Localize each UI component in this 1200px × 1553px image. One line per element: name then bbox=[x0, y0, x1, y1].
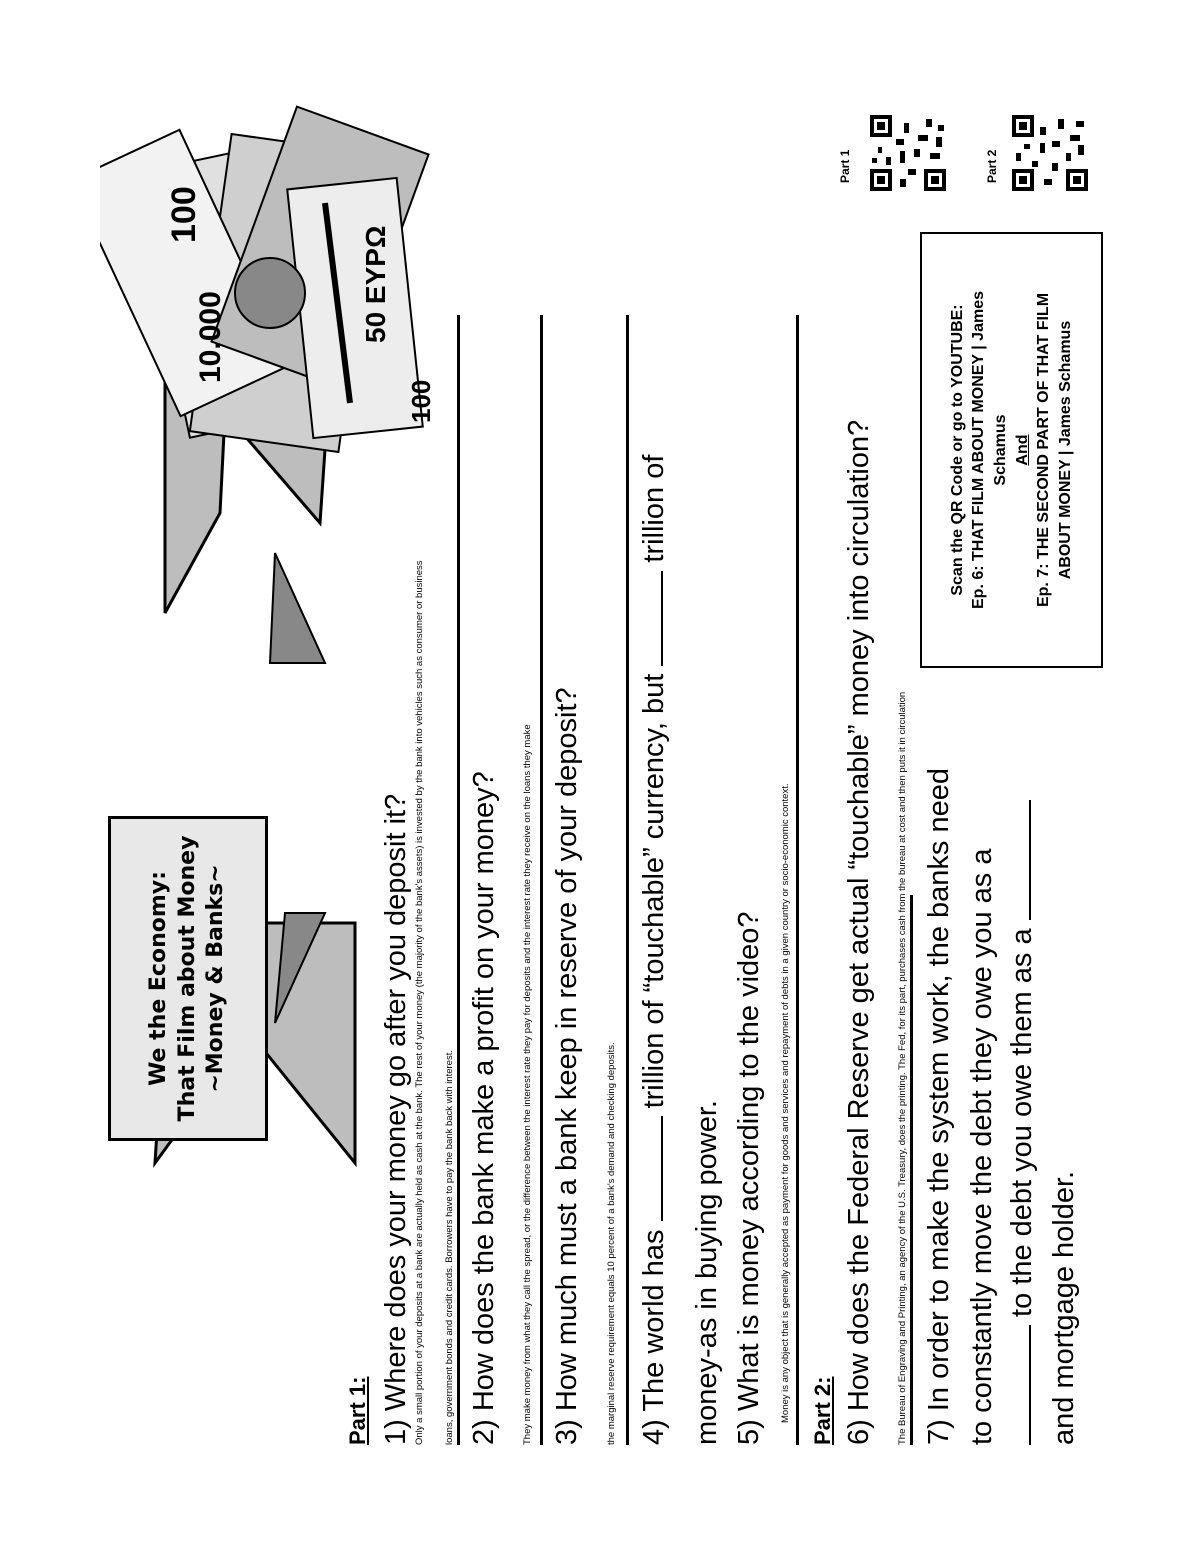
ribbon-fold-right bbox=[268, 552, 327, 664]
question-4-part-a: 4) The world has bbox=[638, 1229, 670, 1445]
title-line-1: We the Economy: bbox=[146, 871, 172, 1086]
question-2: 2) How does the bank make a profit on yo… bbox=[468, 771, 500, 1445]
scan-instruction: Scan the QR Code or go to YOUTUBE: bbox=[948, 304, 966, 596]
answer-line-5 bbox=[796, 315, 799, 1445]
question-7-part-c: to the debt you owe them as a bbox=[1006, 928, 1038, 1317]
answer-line-3 bbox=[626, 315, 629, 1445]
episode-7-title: Ep. 7: THE SECOND PART OF THAT FILM bbox=[1035, 292, 1053, 608]
question-4-line2: money-as in buying power. bbox=[691, 1100, 723, 1445]
qr-code-part1[interactable] bbox=[868, 113, 948, 193]
part1-heading: Part 1: bbox=[345, 1376, 370, 1445]
episode-7-author: ABOUT MONEY | James Schamus bbox=[1056, 320, 1074, 580]
video-instructions-box: Scan the QR Code or go to YOUTUBE: Ep. 6… bbox=[920, 232, 1103, 668]
svg-text:50 EYPΩ: 50 EYPΩ bbox=[360, 226, 391, 343]
answer-2: They make money from what they call the … bbox=[522, 724, 533, 1445]
answer-3: the marginal reserve requirement equals … bbox=[606, 1042, 617, 1445]
question-7-line2: to constantly move the debt they owe you… bbox=[966, 848, 998, 1445]
question-6: 6) How does the Federal Reserve get actu… bbox=[843, 419, 875, 1445]
qr-label-part1: Part 1 bbox=[838, 149, 852, 183]
question-4-blank-2[interactable] bbox=[661, 570, 663, 666]
answer-line-1 bbox=[457, 315, 460, 1445]
title-box: We the Economy: That Film about Money ~M… bbox=[108, 816, 268, 1141]
ribbon-fold-left bbox=[274, 912, 327, 1024]
qr-code-part2[interactable] bbox=[1010, 113, 1090, 193]
svg-text:100: 100 bbox=[165, 186, 203, 243]
question-5: 5) What is money according to the video? bbox=[733, 911, 765, 1445]
answer-6: The Bureau of Engraving and Printing, an… bbox=[897, 691, 908, 1445]
question-7-blank-2[interactable] bbox=[1029, 800, 1031, 921]
and-separator: And bbox=[1013, 434, 1031, 466]
qr-label-part2: Part 2 bbox=[985, 149, 999, 183]
answer-line-6 bbox=[910, 895, 913, 1445]
question-4-part-b: trillion of “touchable” currency, but bbox=[638, 673, 670, 1109]
question-7-line3: to the debt you owe them as a bbox=[1006, 800, 1038, 1445]
svg-text:10.000: 10.000 bbox=[194, 291, 227, 383]
question-7-line4: and mortgage holder. bbox=[1048, 1170, 1080, 1445]
title-line-2: That Film about Money bbox=[174, 835, 200, 1122]
episode-6-author: Schamus bbox=[991, 414, 1009, 486]
answer-1b: loans, government bonds and credit cards… bbox=[444, 1050, 455, 1445]
question-1: 1) Where does your money go after you de… bbox=[380, 793, 412, 1445]
svg-text:100: 100 bbox=[406, 380, 436, 423]
answer-5: Money is any object that is generally ac… bbox=[780, 783, 791, 1424]
question-4-blank-1[interactable] bbox=[661, 1116, 663, 1222]
episode-6-title: Ep. 6: THAT FILM ABOUT MONEY | James bbox=[970, 291, 988, 609]
question-7-blank-1[interactable] bbox=[1029, 1325, 1031, 1445]
answer-line-2 bbox=[540, 315, 543, 1445]
question-4-line1: 4) The world has trillion of “touchable”… bbox=[638, 454, 670, 1445]
question-7-line1: 7) In order to make the system work, the… bbox=[923, 768, 955, 1445]
title-line-3: ~Money & Banks~ bbox=[203, 864, 229, 1093]
question-3: 3) How much must a bank keep in reserve … bbox=[551, 687, 583, 1445]
part2-heading: Part 2: bbox=[810, 1376, 835, 1445]
answer-1a: Only a small portion of your deposits at… bbox=[414, 560, 425, 1445]
money-stack-image: 10.000 100 50 EYPΩ 100 bbox=[100, 105, 436, 454]
question-4-part-c: trillion of bbox=[638, 454, 670, 563]
